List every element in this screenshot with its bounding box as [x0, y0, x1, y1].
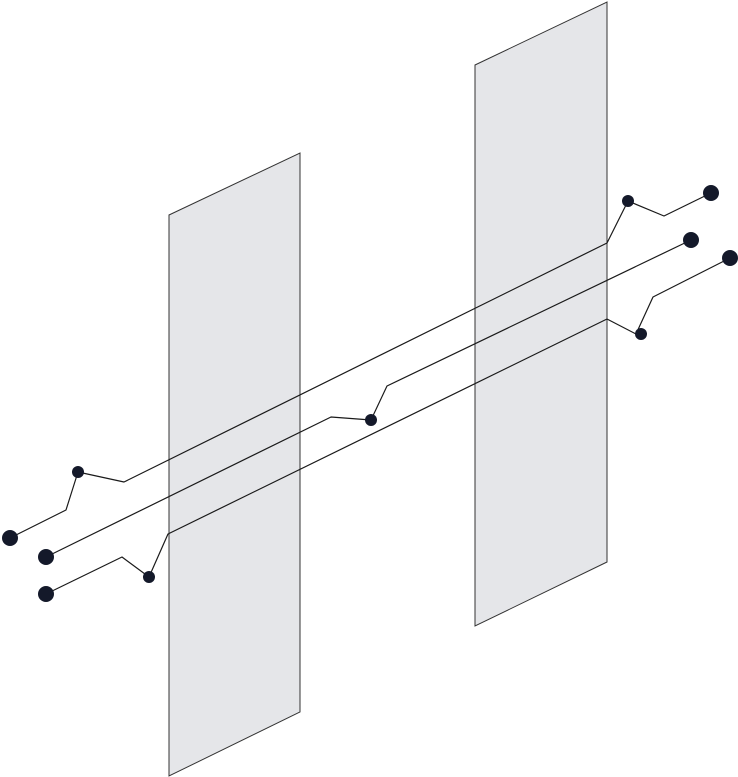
top-wire-node-4: [703, 185, 719, 201]
top-wire: [9, 192, 712, 539]
top-wire-node-1: [2, 530, 18, 546]
bottom-wire-node-3: [635, 328, 647, 340]
top-wire-node-3: [622, 195, 634, 207]
bottom-wire: [45, 257, 731, 595]
panel-right: [474, 1, 608, 627]
middle-wire-node-2: [365, 414, 377, 426]
top-wire-node-2: [72, 466, 84, 478]
bottom-wire-node-1: [38, 586, 54, 602]
nodes-layer: [2, 185, 738, 602]
panels-layer: [168, 1, 608, 777]
bottom-wire-node-2: [143, 571, 155, 583]
wires-layer: [9, 192, 731, 595]
middle-wire-node-1: [38, 549, 54, 565]
middle-wire-node-3: [683, 232, 699, 248]
bottom-wire-node-4: [722, 250, 738, 266]
